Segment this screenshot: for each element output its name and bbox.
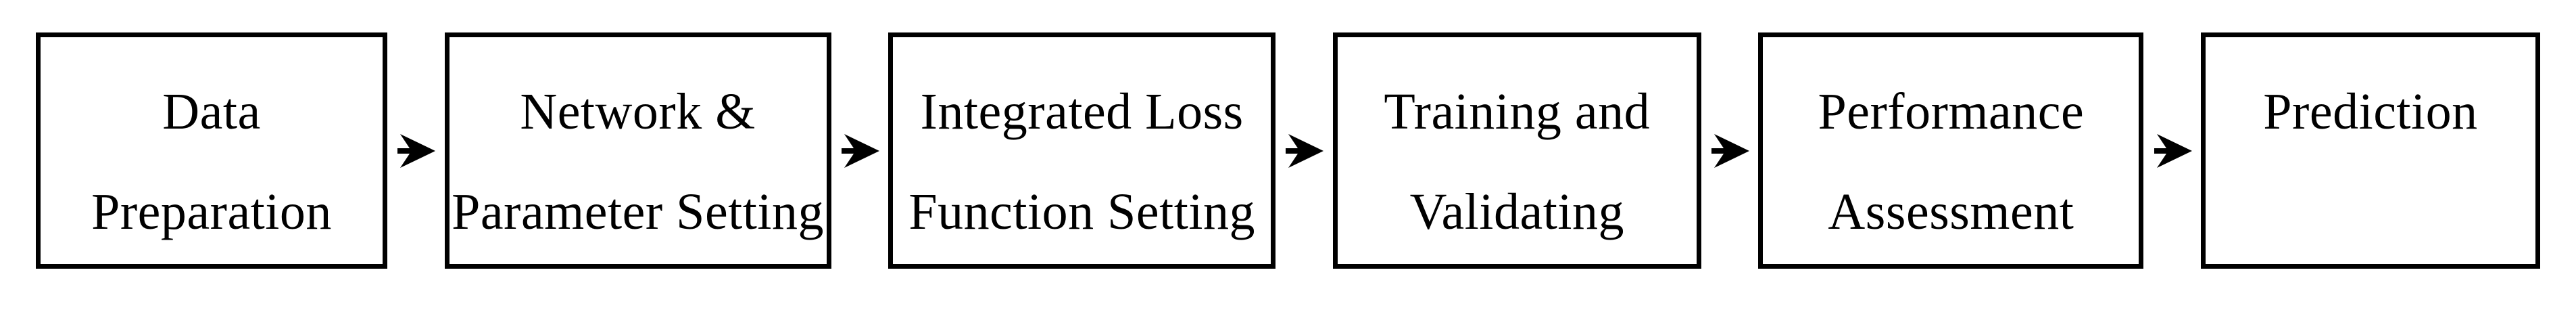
flow-node-label-line1: Prediction: [2263, 83, 2478, 140]
flow-node-network-parameter[interactable]: Network & Parameter Setting: [444, 32, 831, 269]
flow-connector-5: [2152, 32, 2193, 269]
flow-node-label-line1: Data: [162, 83, 261, 140]
flow-node-data-preparation[interactable]: Data Preparation: [36, 32, 387, 269]
flow-node-label-line2: Function Setting: [908, 183, 1255, 240]
flow-node-label-line2: Preparation: [91, 183, 332, 240]
arrow-right-icon: [2154, 133, 2192, 168]
flowchart-pipeline: Data Preparation Network & Parameter Set…: [36, 32, 2540, 269]
flow-node-integrated-loss[interactable]: Integrated Loss Function Setting: [888, 32, 1276, 269]
flow-node-label-line1: Integrated Loss: [920, 83, 1244, 140]
flow-node-label-line2: Assessment: [1828, 183, 2074, 240]
flow-node-label-line1: Performance: [1818, 83, 2085, 140]
flow-connector-3: [1283, 32, 1325, 269]
flow-node-performance-assessment[interactable]: Performance Assessment: [1758, 32, 2144, 269]
flow-node-training-validating[interactable]: Training and Validating: [1332, 32, 1701, 269]
arrow-right-icon: [397, 133, 436, 168]
flow-node-label-line1: Network &: [520, 83, 756, 140]
arrow-right-icon: [1711, 133, 1750, 168]
flow-connector-4: [1709, 32, 1751, 269]
flow-node-label-line1: Training and: [1384, 83, 1651, 140]
flow-connector-2: [839, 32, 881, 269]
arrow-right-icon: [1286, 133, 1324, 168]
flow-node-prediction[interactable]: Prediction: [2200, 32, 2540, 269]
flow-connector-1: [395, 32, 437, 269]
arrow-right-icon: [841, 133, 879, 168]
flow-node-label-line2: Parameter Setting: [452, 183, 825, 240]
flow-node-label-line2: Validating: [1409, 183, 1624, 240]
